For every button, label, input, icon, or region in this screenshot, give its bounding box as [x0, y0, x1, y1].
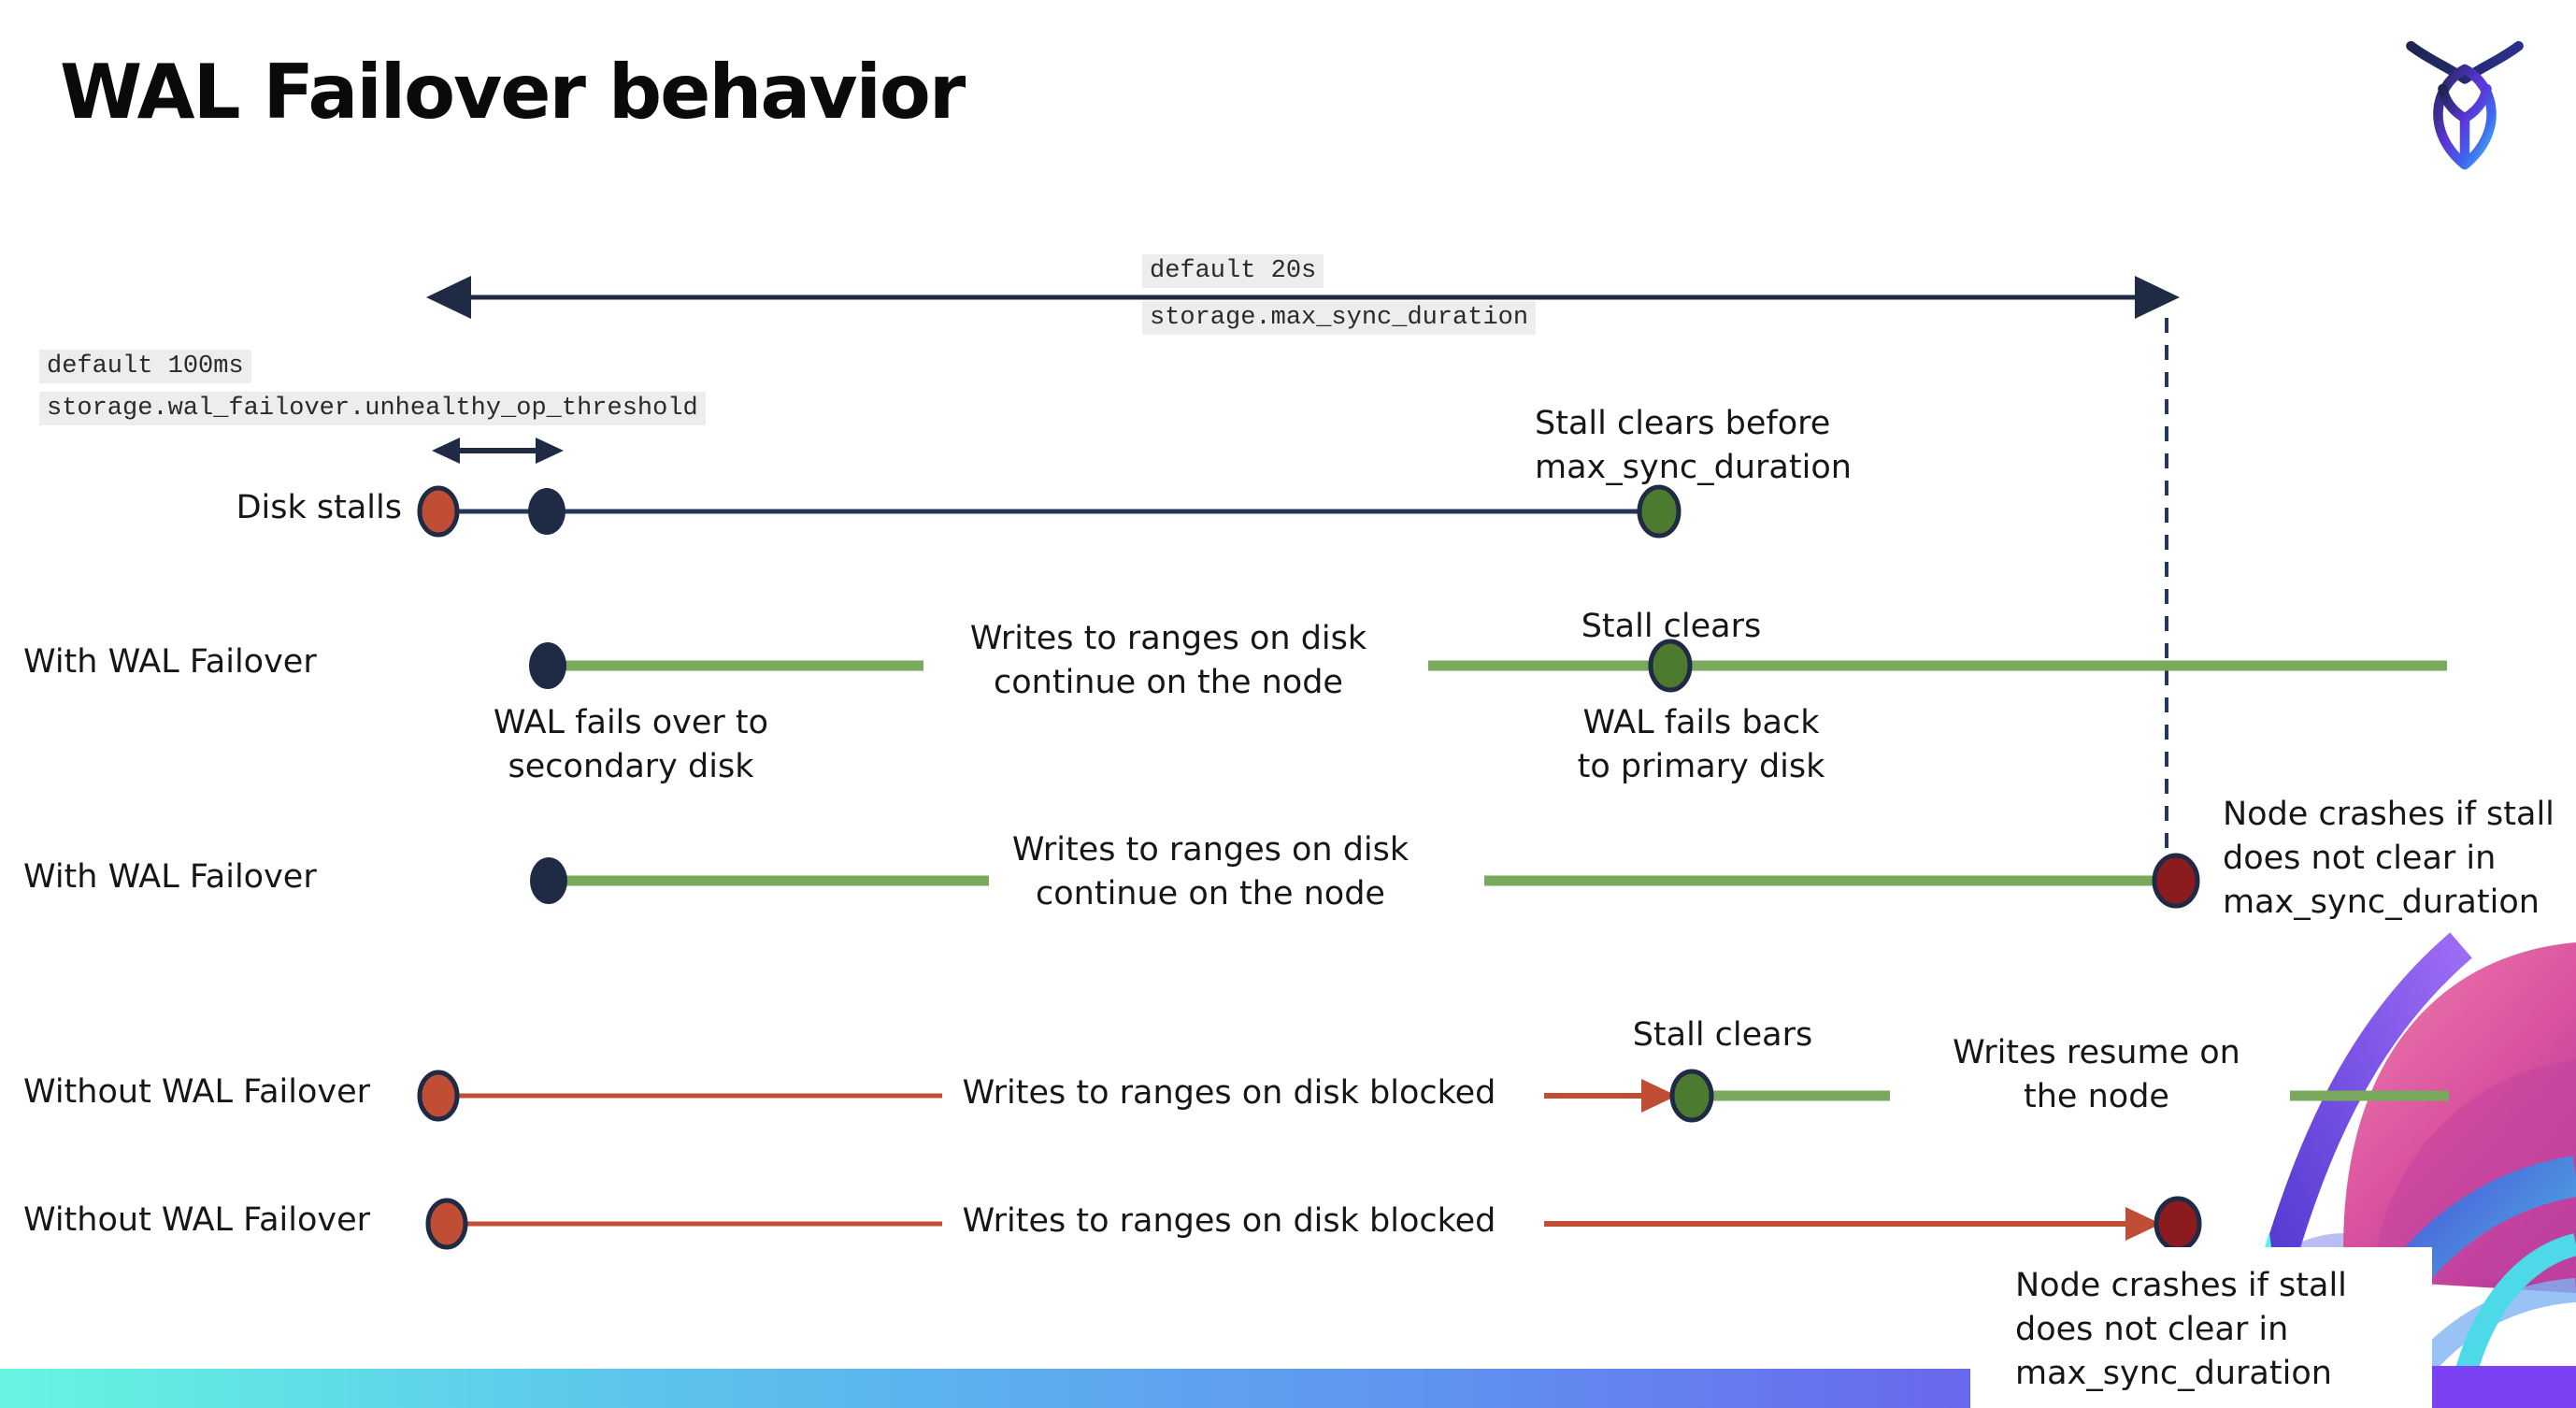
- stall-start-dot: [425, 1198, 468, 1250]
- writes-blocked-caption: Writes to ranges on disk blocked: [962, 1074, 1496, 1112]
- node-crash-dot: [2152, 853, 2200, 909]
- node-crash-dot: [2154, 1196, 2202, 1252]
- stall-start-dot: [417, 485, 460, 538]
- stall-clears-dot: [1669, 1069, 1714, 1123]
- unhealthy-op-setting-label: storage.wal_failover.unhealthy_op_thresh…: [39, 392, 706, 425]
- max-sync-setting-label: storage.max_sync_duration: [1142, 301, 1537, 335]
- stall-start-dot: [417, 1070, 460, 1122]
- node-crash-note-box: [1970, 1247, 2432, 1408]
- stall-clears-caption: Stall clears: [1581, 608, 1762, 645]
- unhealthy-op-default-label: default 100ms: [39, 350, 251, 383]
- row-disk-stalls: [417, 484, 1682, 539]
- max-sync-duration-arrow: [426, 276, 2180, 319]
- row-label-without-wal-failover: Without WAL Failover: [23, 1201, 371, 1239]
- node-crash-caption: Node crashes if stall does not clear in …: [2223, 796, 2555, 921]
- failover-dot: [530, 857, 567, 904]
- stall-clears-caption: Stall clears: [1632, 1016, 1813, 1054]
- failback-caption: WAL fails back to primary disk: [1577, 704, 1825, 785]
- writes-continue-caption: Writes to ranges on disk continue on the…: [1011, 831, 1410, 912]
- node-crash-caption: Node crashes if stall does not clear in …: [2015, 1267, 2347, 1392]
- failover-caption: WAL fails over to secondary disk: [493, 704, 769, 785]
- writes-resume-caption: Writes resume on the node: [1953, 1034, 2240, 1115]
- unhealthy-op-threshold-arrow: [432, 438, 564, 464]
- row-with-wal-failover-crash: [530, 853, 2200, 909]
- row-label-disk-stalls: Disk stalls: [236, 489, 402, 526]
- page-title: WAL Failover behavior: [60, 49, 966, 136]
- row-label-without-wal-failover: Without WAL Failover: [23, 1073, 371, 1111]
- logo-veins: [2438, 83, 2492, 167]
- writes-continue-caption: Writes to ranges on disk continue on the…: [969, 620, 1367, 701]
- row-label-with-wal-failover: With WAL Failover: [23, 858, 317, 896]
- row-label-with-wal-failover: With WAL Failover: [23, 643, 317, 681]
- writes-blocked-caption: Writes to ranges on disk blocked: [962, 1202, 1496, 1240]
- row-without-wal-failover-crash: [425, 1196, 2202, 1252]
- cockroachdb-logo-icon: [2406, 40, 2524, 170]
- failback-dot: [1648, 639, 1693, 693]
- threshold-dot: [528, 488, 565, 535]
- row-without-wal-failover-clears: [417, 1069, 2449, 1123]
- row-with-wal-failover-clears: [529, 639, 2447, 693]
- stall-clears-dot: [1637, 484, 1682, 539]
- failover-dot: [529, 642, 566, 689]
- stall-clears-before-caption: Stall clears before max_sync_duration: [1535, 405, 1852, 486]
- max-sync-default-label: default 20s: [1142, 254, 1324, 288]
